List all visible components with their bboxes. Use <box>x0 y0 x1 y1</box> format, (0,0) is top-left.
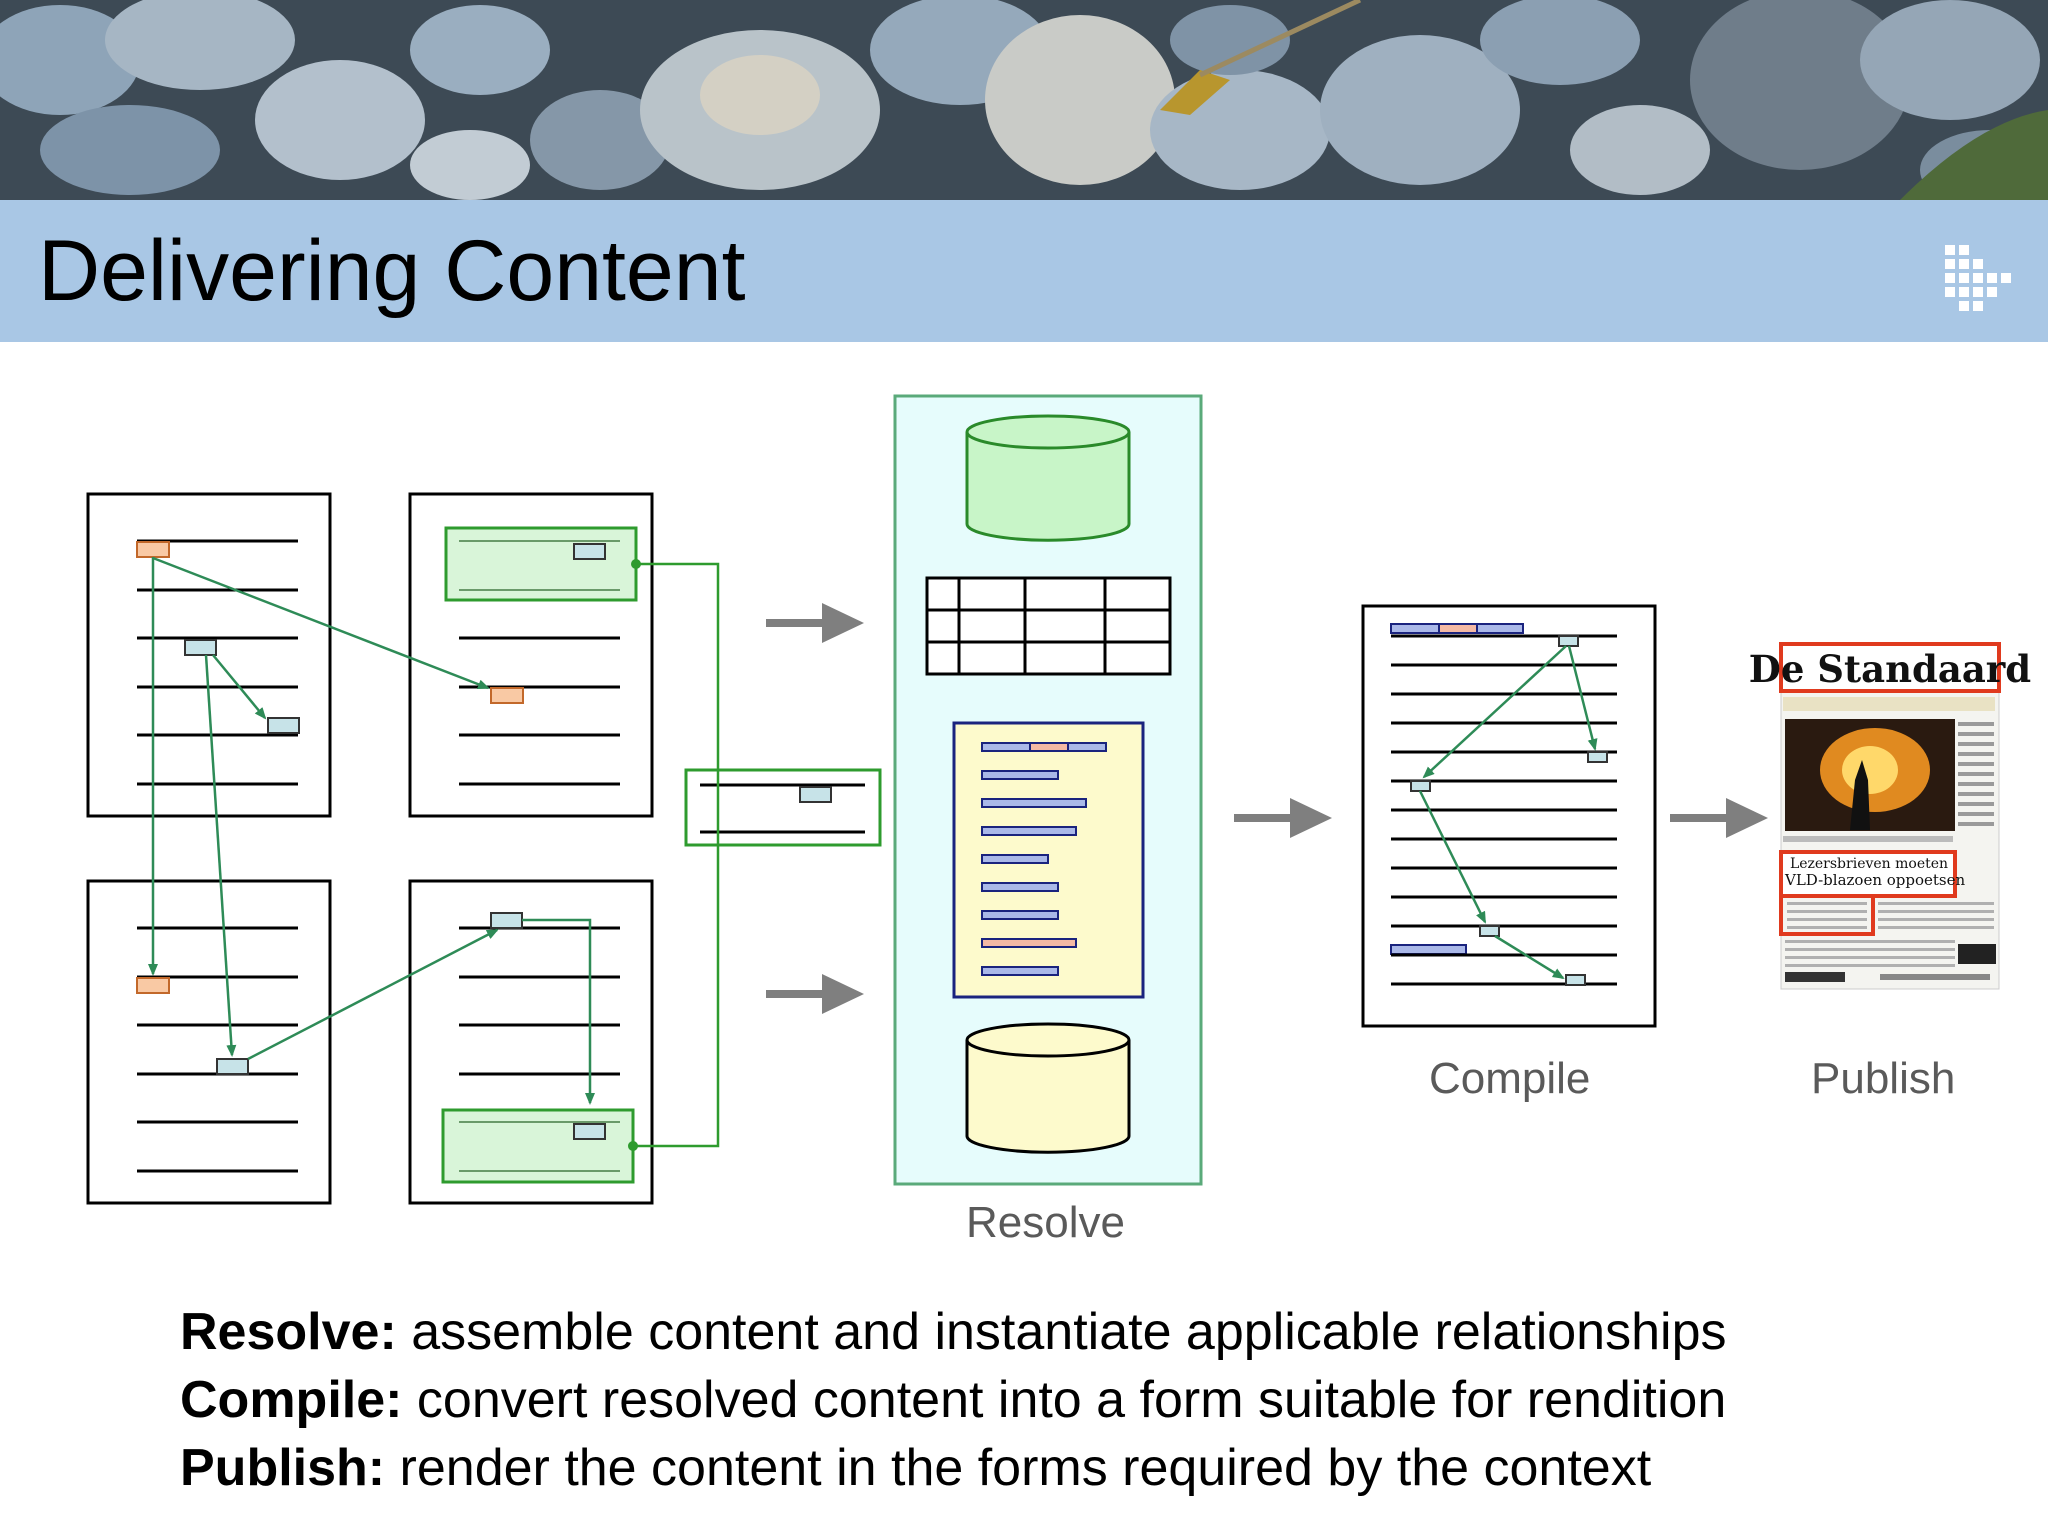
newspaper-headline-line-1: Lezersbrieven moeten <box>1790 856 1948 872</box>
logo-icon <box>1945 245 2011 320</box>
link-anchor-orange <box>490 687 524 704</box>
link-anchor-blue <box>216 1058 249 1075</box>
definition-text: assemble content and instantiate applica… <box>396 1303 1727 1361</box>
link-anchor-orange <box>136 541 170 558</box>
link-anchor-blue <box>267 717 300 734</box>
newspaper-masthead: De Standaard <box>1749 647 2031 691</box>
link-anchor-orange <box>136 977 170 994</box>
source-document-4 <box>408 879 654 1205</box>
definition-term: Compile: <box>180 1371 403 1429</box>
pebble-banner-image <box>0 0 2048 200</box>
compile-label: Compile <box>1429 1054 1591 1103</box>
compiled-document <box>1361 604 1657 1028</box>
resolve-panel <box>893 394 1203 1186</box>
definition-term: Resolve: <box>180 1303 397 1361</box>
delivering-content-diagram: De Standaard Lezersbrieven moete <box>0 342 2048 1247</box>
newspaper-headline-line-2: VLD-blazoen oppoetsen <box>1784 871 1965 889</box>
source-document-1 <box>86 492 332 818</box>
link-anchor-blue <box>184 639 217 656</box>
definition-publish: Publish: render the content in the forms… <box>180 1434 2000 1502</box>
publish-label: Publish <box>1811 1054 1956 1103</box>
slide-title: Delivering Content <box>38 223 746 319</box>
definition-resolve: Resolve: assemble content and instantiat… <box>180 1298 2000 1366</box>
title-bar <box>0 200 2048 342</box>
link-anchor-blue <box>490 912 523 929</box>
definition-compile: Compile: convert resolved content into a… <box>180 1366 2000 1434</box>
published-newspaper: De Standaard Lezersbrieven moete <box>1749 642 2031 990</box>
resolve-label: Resolve <box>966 1198 1125 1247</box>
shared-fragment-box <box>684 768 882 847</box>
definition-term: Publish: <box>180 1439 386 1497</box>
source-document-2 <box>408 492 654 818</box>
source-document-3 <box>86 879 332 1205</box>
definitions-list: Resolve: assemble content and instantiat… <box>180 1298 2000 1502</box>
definition-text: convert resolved content into a form sui… <box>402 1371 1727 1429</box>
definition-text: render the content in the forms required… <box>385 1439 1652 1497</box>
